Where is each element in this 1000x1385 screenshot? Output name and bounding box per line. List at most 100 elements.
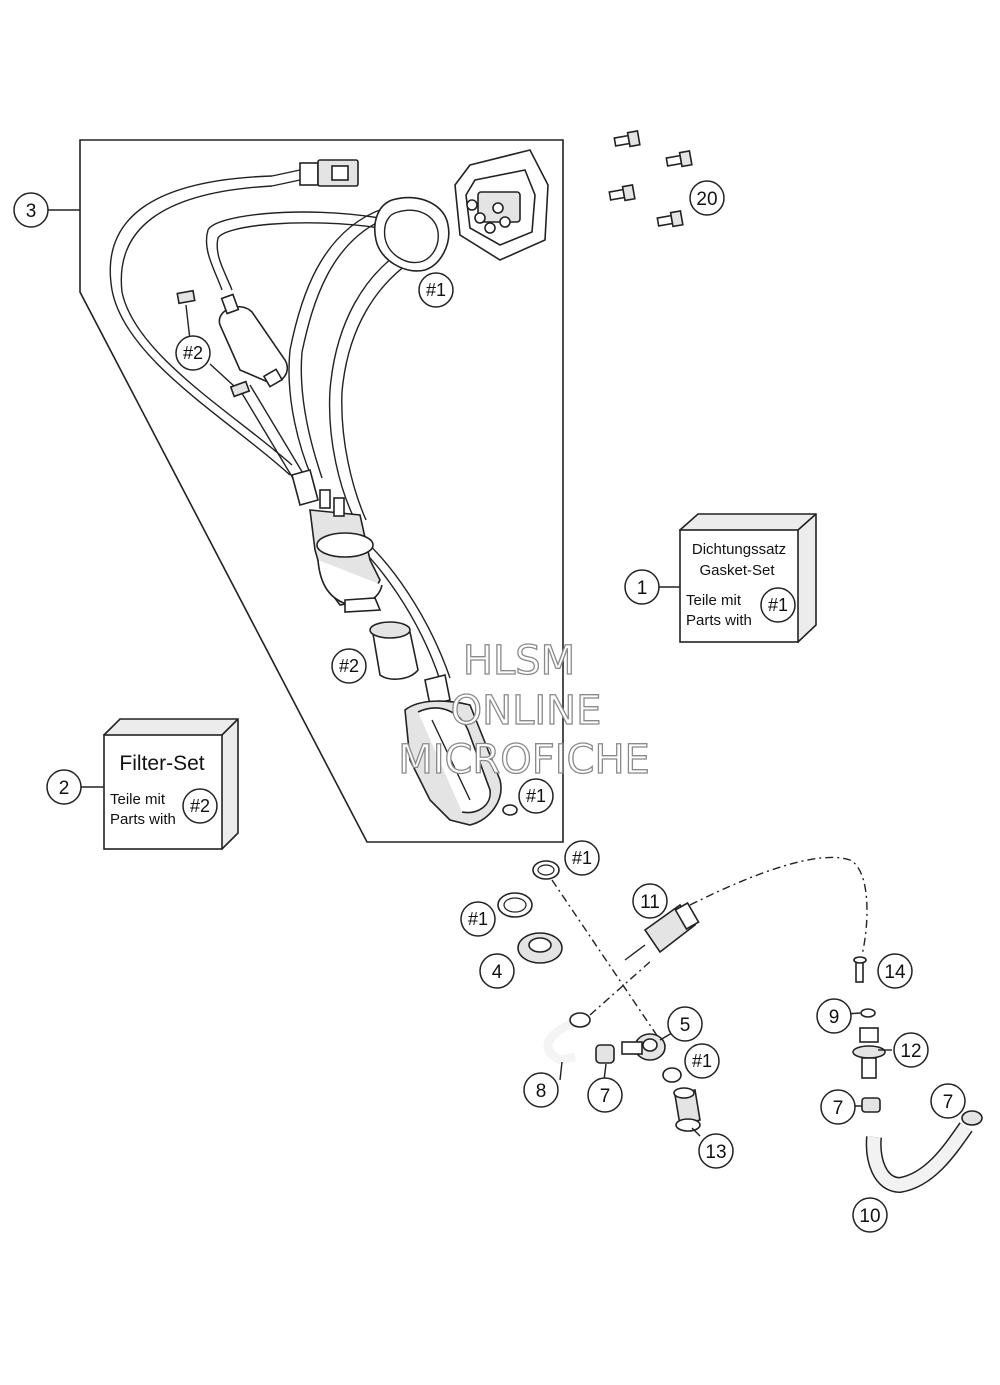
callout-label: 20: [696, 189, 717, 210]
callout-label: 7: [600, 1086, 611, 1107]
callout-c4: 4: [479, 953, 515, 989]
reference-label: #1: [768, 595, 788, 615]
reference-callout: #1: [460, 901, 496, 937]
gasket-set-line4: Parts with: [686, 612, 752, 629]
callout-circle: [820, 1089, 856, 1125]
callout-circle: [689, 180, 725, 216]
watermark-line3: MICROFICHE: [398, 737, 650, 783]
reference-label: #1: [468, 909, 488, 929]
hose-8: [543, 1012, 591, 1065]
callout-label: 9: [829, 1007, 840, 1028]
callout-circle: [877, 953, 913, 989]
watermark: HLSM ONLINE MICROFICHE: [398, 637, 651, 783]
reference-callout: #2: [175, 335, 211, 371]
callout-c8: 8: [523, 1072, 559, 1108]
callout-label: 7: [833, 1098, 844, 1119]
callout-label: 7: [943, 1092, 954, 1113]
callout-c1: 1: [624, 569, 660, 605]
reference-callout: #1: [684, 1043, 720, 1079]
callout-circle: [624, 569, 660, 605]
o-rings-and-seals: [497, 860, 682, 1083]
callout-c10: 10: [852, 1197, 888, 1233]
callout-label: 1: [637, 578, 648, 599]
callout-label: 8: [536, 1081, 547, 1102]
callout-circle: [698, 1133, 734, 1169]
watermark-line1: HLSM: [463, 638, 575, 684]
reference-circle: [684, 1043, 720, 1079]
callout-label: 14: [884, 962, 906, 983]
callout-circle: [852, 1197, 888, 1233]
callout-c14: 14: [877, 953, 913, 989]
callout-c13: 13: [698, 1133, 734, 1169]
callout-c3: 3: [13, 192, 49, 228]
callout-c9: 9: [816, 998, 852, 1034]
pin-14: [853, 956, 867, 983]
hose-10: [865, 1122, 973, 1194]
callout-circle: [13, 192, 49, 228]
filter-housing: [404, 674, 518, 826]
fuel-hoses: [109, 169, 451, 681]
callout-circle: [479, 953, 515, 989]
gasket-set-line3: Teile mit: [686, 592, 742, 609]
electrical-connector: [299, 159, 359, 187]
filter-set-box: [102, 718, 239, 851]
callout-c20: 20: [689, 180, 725, 216]
sensor-11: [624, 901, 700, 961]
reference-callout: #2: [331, 648, 367, 684]
callout-c2: 2: [46, 769, 82, 805]
callout-circle: [816, 998, 852, 1034]
filter-set-title: Filter-Set: [119, 752, 204, 775]
fuel-filter: [176, 289, 289, 398]
reference-circle: [460, 901, 496, 937]
fuel-pump-motor: [291, 469, 383, 613]
filter-set-line2: Parts with: [110, 811, 176, 828]
reference-circle: [518, 778, 554, 814]
reference-label: #1: [426, 280, 446, 300]
strainer-sleeve: [369, 621, 419, 680]
callout-circle: [667, 1006, 703, 1042]
callout-circle: [893, 1032, 929, 1068]
callout-label: 11: [640, 892, 660, 913]
fuel-pump-assembly-outline: [79, 139, 564, 843]
fitting-12: [852, 1027, 886, 1079]
callout-label: 5: [680, 1015, 691, 1036]
callout-c7c: 7: [930, 1083, 966, 1119]
o-ring-9: [860, 1008, 876, 1018]
pump-flange-cover: [454, 149, 549, 261]
reference-circle: [175, 335, 211, 371]
watermark-line2: ONLINE: [451, 688, 602, 734]
reference-circle: [418, 272, 454, 308]
reference-label: #2: [190, 796, 210, 816]
reference-callout: #1: [760, 587, 796, 623]
callout-label: 12: [900, 1041, 921, 1062]
callout-circle: [46, 769, 82, 805]
gasket-set-line1: Dichtungssatz: [692, 541, 786, 558]
reference-callout: #1: [564, 840, 600, 876]
fitting-13: [673, 1087, 701, 1132]
callout-circle: [587, 1077, 623, 1113]
callout-label: 3: [26, 201, 37, 222]
banjo-fitting-5: [621, 1033, 666, 1061]
callout-label: 2: [59, 778, 70, 799]
reference-label: #2: [183, 343, 203, 363]
reference-callout: #1: [518, 778, 554, 814]
bolts-20: [608, 130, 693, 228]
reference-label: #1: [526, 786, 546, 806]
reference-callouts: #1 #2 #2 #1 #1 #1 #1 #1 #2: [175, 272, 796, 1079]
reference-callout: #1: [418, 272, 454, 308]
reference-label: #2: [339, 656, 359, 676]
callout-c12: 12: [893, 1032, 929, 1068]
callout-c7a: 7: [587, 1077, 623, 1113]
callout-label: 13: [705, 1142, 726, 1163]
reference-circle: [564, 840, 600, 876]
callout-circle: [523, 1072, 559, 1108]
callout-circle: [930, 1083, 966, 1119]
reference-callout: #2: [182, 788, 218, 824]
clamp-7-middle: [861, 1097, 881, 1113]
reference-label: #1: [572, 848, 592, 868]
callout-c5: 5: [667, 1006, 703, 1042]
callout-circle: [632, 883, 668, 919]
